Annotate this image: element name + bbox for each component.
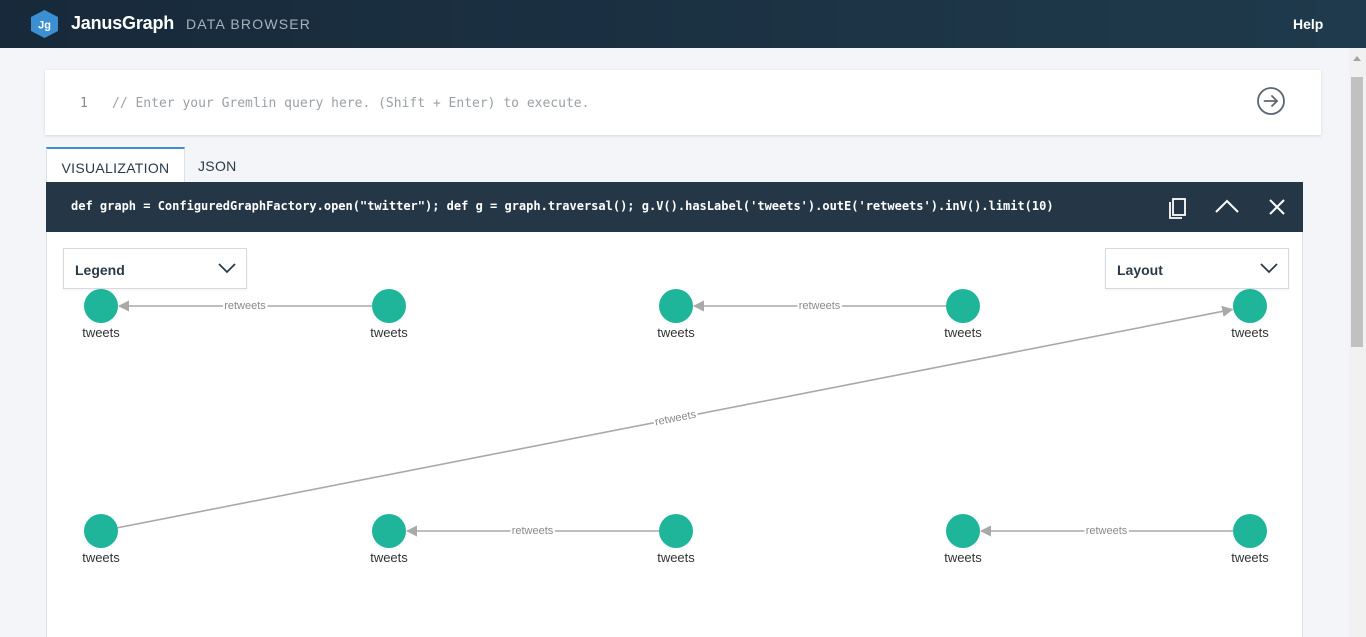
node-circle[interactable]: [84, 514, 118, 548]
node-circle[interactable]: [84, 289, 118, 323]
tab-visualization[interactable]: VISUALIZATION: [46, 147, 185, 182]
tab-json[interactable]: JSON: [198, 158, 237, 174]
help-link[interactable]: Help: [1293, 16, 1324, 32]
graph-node[interactable]: tweets: [944, 514, 982, 565]
legend-dropdown-label: Legend: [75, 262, 125, 278]
node-circle[interactable]: [946, 289, 980, 323]
chevron-down-icon: [218, 263, 236, 274]
node-label: tweets: [657, 550, 695, 565]
editor-line-number: 1: [80, 96, 88, 111]
node-label: tweets: [944, 325, 982, 340]
node-circle[interactable]: [659, 514, 693, 548]
legend-dropdown[interactable]: Legend: [63, 248, 247, 289]
graph-node[interactable]: tweets: [944, 289, 982, 340]
scrollbar-thumb[interactable]: [1351, 77, 1363, 347]
logo-text: Jg: [38, 20, 51, 32]
chevron-down-icon: [1260, 263, 1278, 274]
brand-name: JanusGraph: [71, 13, 175, 33]
node-label: tweets: [82, 325, 120, 340]
graph-node[interactable]: tweets: [82, 514, 120, 565]
scroll-up-arrow-icon[interactable]: [1353, 56, 1361, 61]
graph-node[interactable]: tweets: [1231, 289, 1269, 340]
chevron-up-icon: [1215, 199, 1239, 213]
node-circle[interactable]: [659, 289, 693, 323]
node-label: tweets: [370, 550, 408, 565]
graph-node[interactable]: tweets: [370, 514, 408, 565]
gremlin-query-input[interactable]: [112, 88, 1232, 118]
tab-bar: [46, 147, 1303, 182]
arrow-circle-right-icon: [1257, 87, 1285, 115]
copy-icon: [1169, 198, 1186, 219]
node-label: tweets: [1231, 550, 1269, 565]
graph-node[interactable]: tweets: [82, 289, 120, 340]
close-results-button[interactable]: [1262, 192, 1292, 222]
copy-query-button[interactable]: [1163, 192, 1193, 222]
node-label: tweets: [370, 325, 408, 340]
brand-subtitle: DATA BROWSER: [186, 16, 312, 32]
graph-node[interactable]: tweets: [657, 514, 695, 565]
graph-node[interactable]: tweets: [1231, 514, 1269, 565]
node-circle[interactable]: [946, 514, 980, 548]
graph-node[interactable]: tweets: [370, 289, 408, 340]
run-query-button[interactable]: [1256, 86, 1286, 116]
node-label: tweets: [1231, 325, 1269, 340]
node-label: tweets: [657, 325, 695, 340]
node-label: tweets: [944, 550, 982, 565]
janusgraph-logo-icon: Jg: [31, 10, 58, 38]
node-circle[interactable]: [372, 514, 406, 548]
top-bar: [0, 0, 1366, 48]
layout-dropdown[interactable]: Layout: [1105, 248, 1289, 289]
node-circle[interactable]: [1233, 514, 1267, 548]
executed-query-text: def graph = ConfiguredGraphFactory.open(…: [71, 199, 1054, 213]
node-label: tweets: [82, 550, 120, 565]
collapse-results-button[interactable]: [1212, 192, 1242, 222]
node-circle[interactable]: [1233, 289, 1267, 323]
graph-node[interactable]: tweets: [657, 289, 695, 340]
layout-dropdown-label: Layout: [1117, 262, 1163, 278]
executed-query-bar: [46, 182, 1303, 232]
node-circle[interactable]: [372, 289, 406, 323]
close-icon: [1269, 199, 1285, 215]
